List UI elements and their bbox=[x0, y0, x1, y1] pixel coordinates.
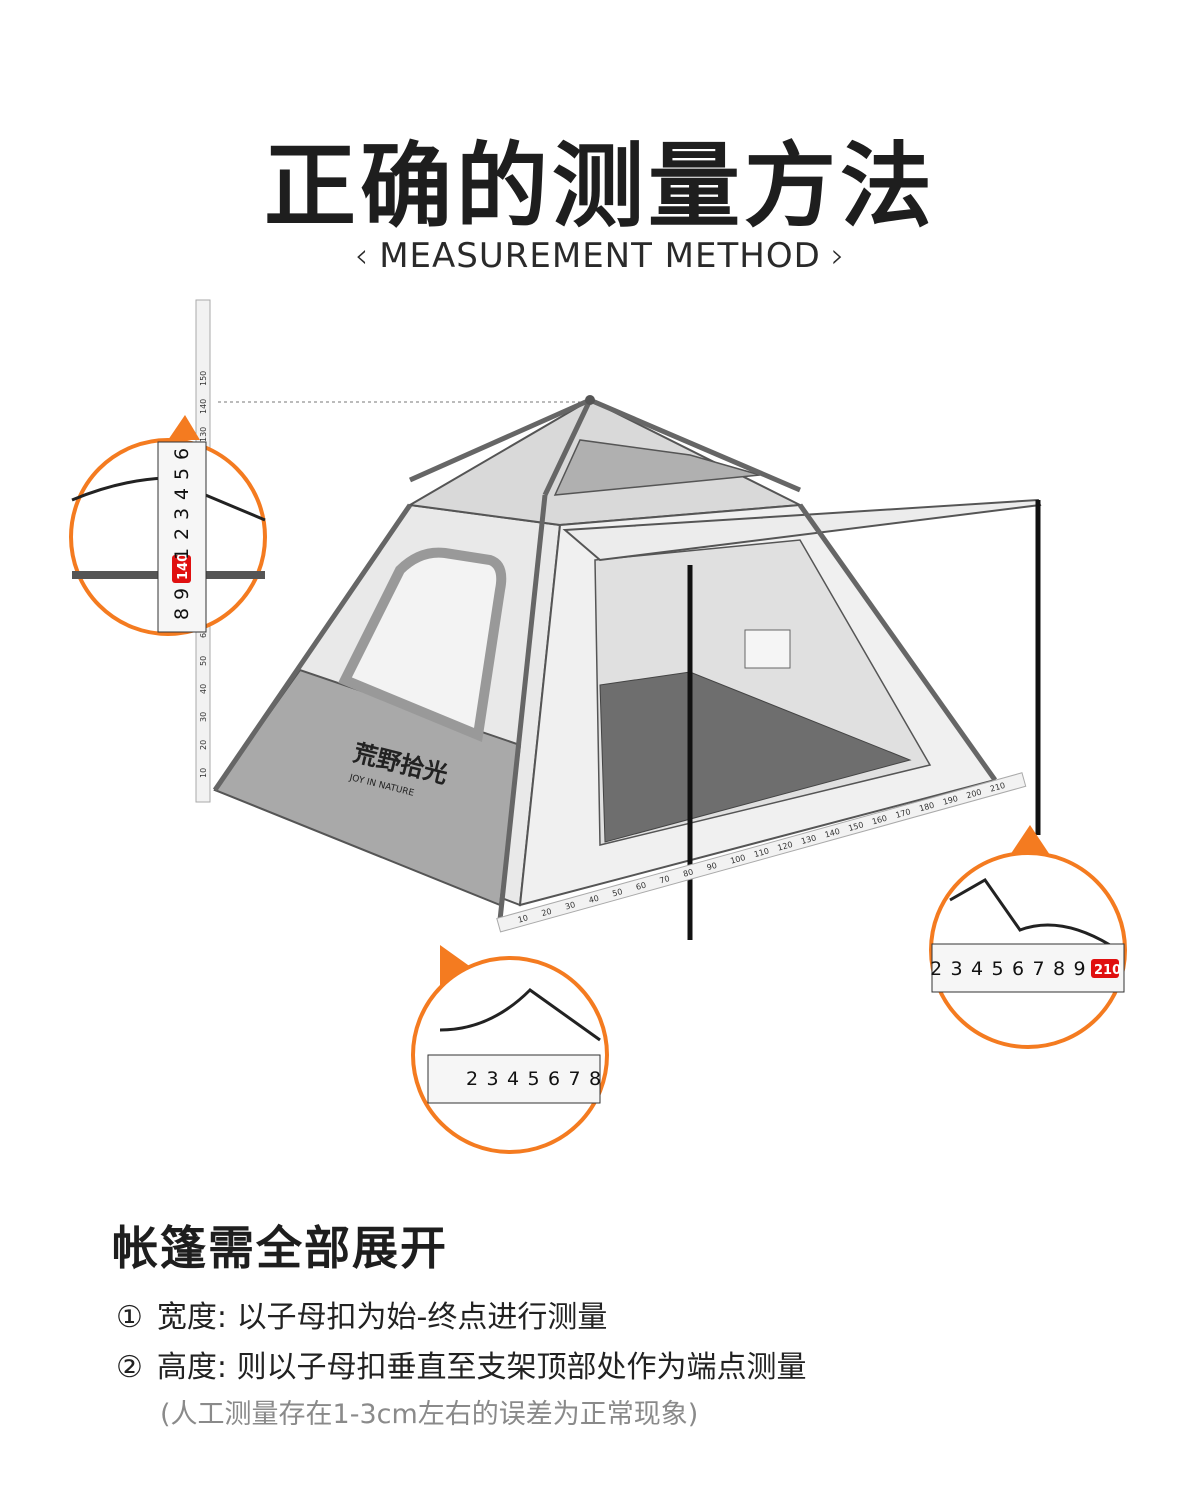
tent-icon bbox=[212, 395, 1042, 940]
ruler-label: 10 bbox=[199, 768, 208, 778]
highlight-mark bbox=[172, 555, 191, 583]
ruler-label: 200 bbox=[965, 787, 982, 800]
ruler-label: 90 bbox=[706, 861, 718, 872]
ruler-label: 210 bbox=[1094, 963, 1121, 978]
ruler-label: 8 bbox=[589, 1068, 601, 1090]
ruler-label: 180 bbox=[918, 801, 935, 814]
ruler-label: 1 bbox=[171, 548, 193, 560]
ruler-label: 7 bbox=[569, 1068, 581, 1090]
ruler-label: 3 bbox=[487, 1068, 499, 1090]
ruler-label: 6 bbox=[171, 448, 193, 460]
step-text: 则以子母扣垂直至支架顶部处作为端点测量 bbox=[236, 1350, 807, 1385]
ruler-label: 30 bbox=[199, 712, 208, 722]
ruler-label: 6 bbox=[548, 1068, 560, 1090]
ruler-label: 5 bbox=[171, 468, 193, 480]
ruler-label: 150 bbox=[847, 820, 864, 833]
step-number: ② bbox=[116, 1350, 143, 1385]
step-text: 以子母扣为始-终点进行测量 bbox=[236, 1300, 608, 1335]
ruler-label: 3 bbox=[171, 508, 193, 520]
ruler-label: 9 bbox=[1074, 958, 1086, 980]
ruler-label: 40 bbox=[199, 684, 208, 694]
ruler-label: 110 bbox=[753, 846, 770, 859]
ruler-label: 130 bbox=[800, 833, 817, 846]
ruler-label: 150 bbox=[199, 371, 208, 386]
ruler-label: 4 bbox=[971, 958, 983, 980]
measurement-error-note: (人工测量存在1-3cm左右的误差为正常现象) bbox=[160, 1399, 699, 1430]
ruler-label: 20 bbox=[199, 740, 208, 750]
step-label: 宽度: bbox=[156, 1300, 228, 1335]
ruler-label: 100 bbox=[729, 853, 746, 866]
ruler-label: 10 bbox=[517, 913, 529, 924]
highlight-mark bbox=[1091, 959, 1119, 978]
ruler-label: 60 bbox=[635, 881, 647, 892]
ruler-label: 9 bbox=[171, 588, 193, 600]
ruler-label: 4 bbox=[171, 488, 193, 500]
ruler-label: 140 bbox=[824, 827, 841, 840]
ruler-label: 70 bbox=[659, 874, 671, 885]
ruler-label: 50 bbox=[199, 656, 208, 666]
ruler-label: 5 bbox=[992, 958, 1004, 980]
section-heading: 帐篷需全部展开 bbox=[112, 1221, 448, 1275]
ruler-label: 3 bbox=[951, 958, 963, 980]
ruler-label: 5 bbox=[528, 1068, 540, 1090]
ruler-label: 20 bbox=[540, 907, 552, 918]
ruler-label: 160 bbox=[871, 814, 888, 827]
ruler-label: 120 bbox=[777, 840, 794, 853]
ruler-label: 190 bbox=[942, 794, 959, 807]
page-title: 正确的测量方法 bbox=[263, 133, 936, 240]
ruler-label: 130 bbox=[199, 427, 208, 442]
ruler-label: 140 bbox=[199, 399, 208, 414]
page-subtitle: ‹MEASUREMENT METHOD› bbox=[0, 236, 1200, 276]
ruler-label: 40 bbox=[588, 894, 600, 905]
horizontal-ruler: 10 20 30 40 50 60 70 80 90 100 110 120 130 140 150 160 1… bbox=[496, 772, 1027, 933]
ruler-label: 170 bbox=[895, 807, 912, 820]
ruler-label: 140 bbox=[176, 553, 191, 580]
ruler-label: 210 bbox=[989, 781, 1006, 794]
ruler-label: 6 bbox=[1012, 958, 1024, 980]
ruler-label: 8 bbox=[1053, 958, 1065, 980]
ruler-label: 4 bbox=[507, 1068, 519, 1090]
ruler-label: 2 bbox=[930, 958, 942, 980]
ruler-label: 2 bbox=[466, 1068, 478, 1090]
instruction-width: ① 宽度: 以子母扣为始-终点进行测量 bbox=[116, 1292, 607, 1336]
right-bracket: › bbox=[830, 236, 846, 276]
ruler-label: 7 bbox=[1033, 958, 1045, 980]
instruction-height: ② 高度: 则以子母扣垂直至支架顶部处作为端点测量 bbox=[116, 1342, 807, 1386]
step-number: ① bbox=[116, 1300, 143, 1335]
ruler-label: 60 bbox=[199, 628, 208, 638]
ruler-label: 50 bbox=[611, 887, 623, 898]
ruler-label: 30 bbox=[564, 900, 576, 911]
left-bracket: ‹ bbox=[354, 236, 370, 276]
subtitle-text: MEASUREMENT METHOD bbox=[379, 236, 821, 276]
ruler-label: 2 bbox=[171, 528, 193, 540]
step-label: 高度: bbox=[156, 1350, 228, 1385]
ruler-label: 80 bbox=[682, 867, 694, 878]
ruler-label: 8 bbox=[171, 608, 193, 620]
